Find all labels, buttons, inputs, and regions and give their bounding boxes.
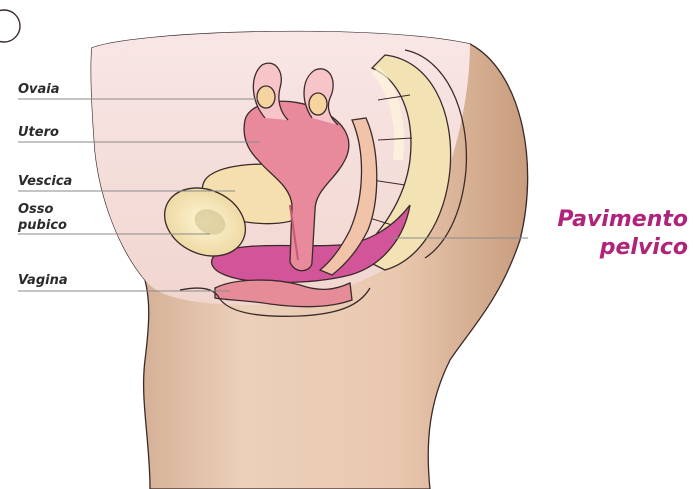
label-bladder: Vescica	[18, 174, 72, 189]
label-pubic-bone-line2: pubico	[17, 218, 67, 233]
label-pubic-bone-line1: Osso	[18, 202, 54, 217]
label-pelvic-floor-line2: pelvico	[599, 235, 688, 260]
label-uterus: Utero	[18, 125, 59, 140]
corner-circle	[0, 10, 20, 42]
label-vagina: Vagina	[18, 273, 68, 288]
label-pelvic-floor-line1: Pavimento	[557, 207, 688, 232]
label-ovaries: Ovaia	[18, 82, 60, 97]
